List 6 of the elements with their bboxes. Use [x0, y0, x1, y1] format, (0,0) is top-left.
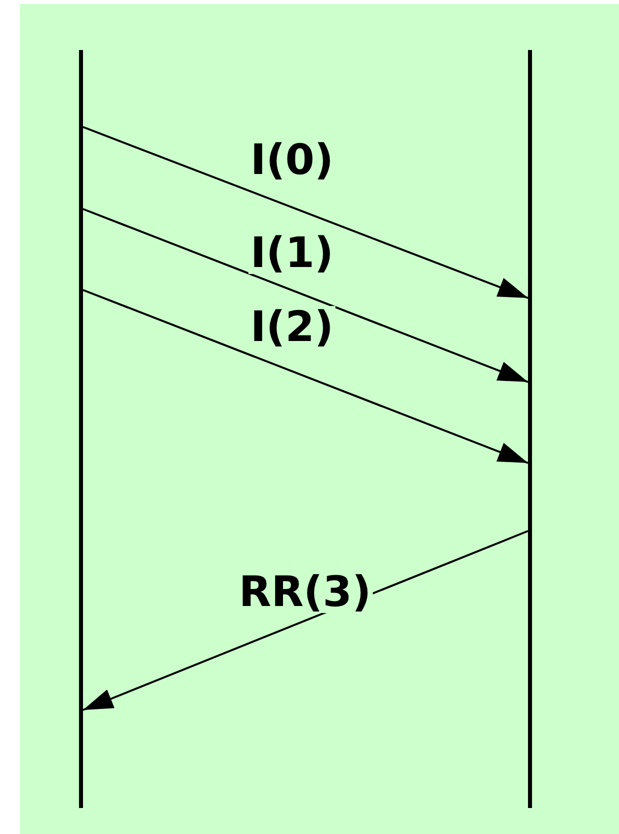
arrow: [82, 530, 528, 711]
lifeline: [79, 50, 83, 808]
arrow: [82, 126, 528, 299]
lifeline: [528, 50, 532, 808]
arrow: [82, 289, 528, 464]
arrow: [82, 208, 528, 383]
